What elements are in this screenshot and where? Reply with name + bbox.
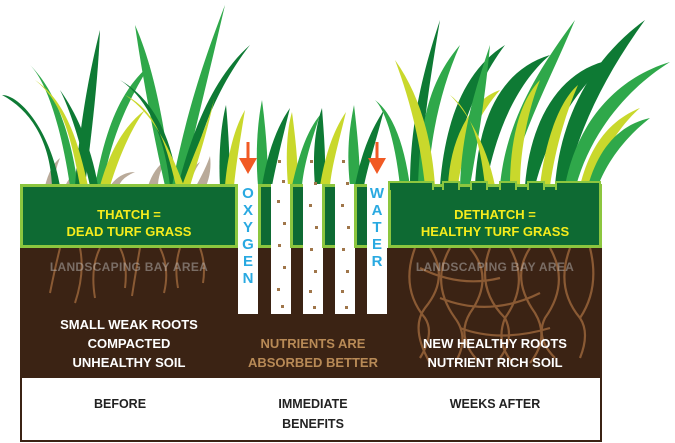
caption-after: WEEKS AFTER [449, 397, 541, 411]
thatch-label-line2: DEAD TURF GRASS [66, 224, 192, 239]
after-soil-description: NEW HEALTHY ROOTS NUTRIENT RICH SOIL [423, 336, 567, 370]
before-soil-description: SMALL WEAK ROOTS COMPACTED UNHEALTHY SOI… [60, 317, 198, 370]
water-down-arrow-icon [368, 142, 386, 174]
healthy-roots-icon [408, 248, 595, 364]
caption-before: BEFORE [93, 397, 147, 411]
aeration-hole [335, 184, 355, 314]
watermark-after: LANDSCAPING BAY AREA [415, 260, 575, 274]
thatch-label-line1: THATCH = [97, 207, 161, 222]
grass-after-blades [375, 20, 670, 186]
dethatch-crenellation [388, 181, 601, 190]
aeration-hole [303, 184, 323, 314]
caption-row [20, 376, 602, 442]
water-channel [367, 184, 387, 314]
grass-before-illustration [2, 5, 670, 186]
dethatch-label-line1: DETHATCH = [454, 207, 536, 222]
thatch-layer: THATCH = DEAD TURF GRASS [20, 184, 238, 248]
dethatch-label-line2: HEALTHY TURF GRASS [420, 224, 570, 239]
roots-illustration [49, 248, 595, 364]
oxygen-channel [238, 184, 258, 314]
caption-middle: IMMEDIATE BENEFITS [278, 397, 348, 431]
grass-middle-blades [219, 100, 384, 186]
aeration-hole [271, 184, 291, 314]
water-label: W A T E R [369, 185, 385, 270]
weak-roots-icon [49, 248, 205, 304]
watermark-before: LANDSCAPING BAY AREA [49, 260, 209, 274]
dethatch-layer: DETHATCH = HEALTHY TURF GRASS [388, 184, 602, 248]
middle-soil-description: NUTRIENTS ARE ABSORBED BETTER [247, 336, 378, 370]
grass-before-blades [2, 5, 250, 186]
oxygen-label: O X Y G E N [242, 185, 254, 287]
oxygen-down-arrow-icon [239, 142, 257, 174]
